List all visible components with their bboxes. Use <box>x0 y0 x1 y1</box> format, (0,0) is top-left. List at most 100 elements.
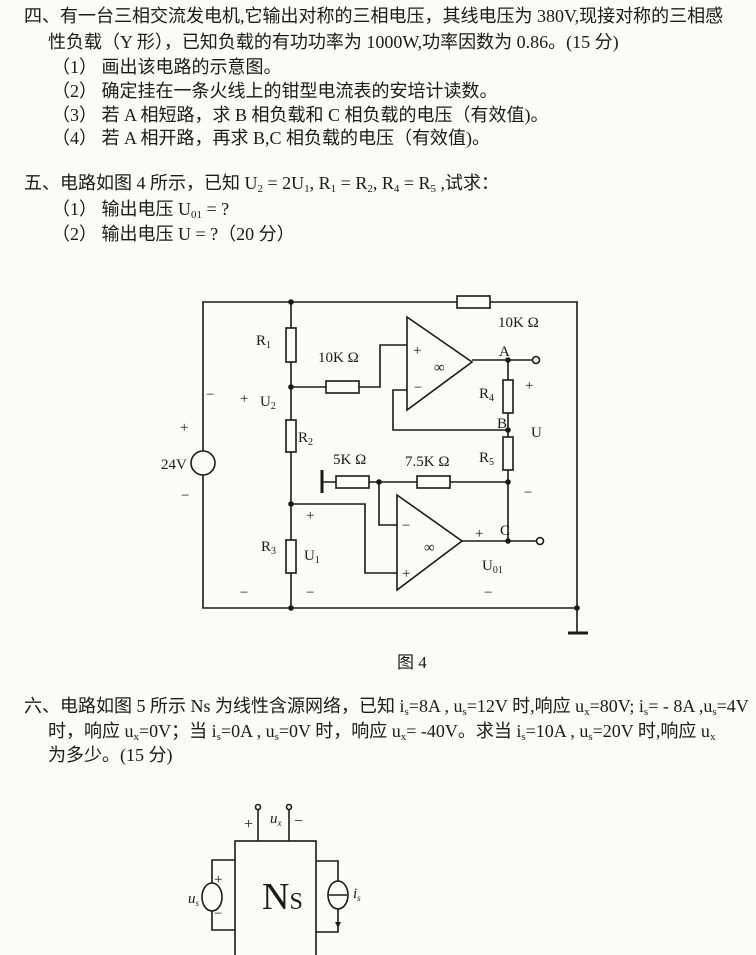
subscript: 2 <box>257 183 264 195</box>
subscript: s <box>643 706 649 718</box>
svg-text:10K Ω: 10K Ω <box>498 315 539 331</box>
svg-text:R2: R2 <box>298 430 313 448</box>
figure-5-circuit: NS ux + − us + − is <box>188 803 361 955</box>
text-segment: R <box>418 173 431 193</box>
subscript: s <box>462 706 467 718</box>
voltage-source-24v <box>190 450 216 476</box>
text-segment: =12V 时,响应 u <box>466 696 585 716</box>
text-segment: , <box>309 173 319 193</box>
subscript: s <box>712 706 717 718</box>
text-segment: 为多少。(15 分) <box>48 745 173 765</box>
resistor-r5 <box>502 436 514 471</box>
svg-text:−: − <box>414 380 422 396</box>
svg-text:R1: R1 <box>256 333 271 351</box>
svg-text:7.5K Ω: 7.5K Ω <box>405 454 449 470</box>
svg-text:+: + <box>525 378 533 394</box>
text-segment: （2） 输出电压 <box>52 224 178 244</box>
text-segment: U <box>244 173 258 193</box>
text-segment: =80V; i <box>589 696 644 716</box>
q4-item: （4） 若 A 相开路，再求 B,C 相负载的电压（有效值)。 <box>52 127 490 149</box>
text-segment: , <box>372 173 382 193</box>
resistor-r3 <box>285 539 297 574</box>
subscript: x <box>133 731 140 743</box>
text-segment: = <box>336 173 356 193</box>
text-segment: 时，响应 u <box>48 721 134 741</box>
svg-text:10K Ω: 10K Ω <box>318 350 359 366</box>
svg-text:−: − <box>181 488 189 504</box>
text-segment: = - 8A ,u <box>648 696 713 716</box>
q6-line: 为多少。(15 分) <box>48 744 173 766</box>
svg-text:NS: NS <box>262 876 303 918</box>
q6-line: 六、电路如图 5 所示 Ns 为线性含源网络，已知 is=8A , us=12V… <box>24 695 749 718</box>
text-segment: （2） 确定挂在一条火线上的钳型电流表的安培计读数。 <box>52 81 498 101</box>
svg-text:R3: R3 <box>261 539 276 557</box>
resistor-top-10k <box>456 295 491 309</box>
text-segment: R <box>355 173 368 193</box>
text-segment: =4V <box>716 696 749 716</box>
text-segment: （4） 若 A 相开路，再求 B,C 相负载的电压（有效值)。 <box>52 128 491 148</box>
text-segment: =20V 时,响应 u <box>592 721 710 741</box>
subscript: 1 <box>304 183 310 195</box>
svg-text:−: − <box>524 485 532 501</box>
figure-4-labels: R1 R2 R3 R4 R5 10K Ω 10K Ω 5K Ω 7.5K Ω 2… <box>161 315 542 601</box>
svg-text:−: − <box>206 387 214 403</box>
subscript: x <box>584 706 590 718</box>
text-segment: R <box>318 173 331 193</box>
resistor-7-5k <box>416 475 451 489</box>
q5-item: （2） 输出电压 U = ?（20 分） <box>52 223 295 245</box>
text-segment: U <box>291 173 305 193</box>
resistor-r4 <box>502 379 514 414</box>
text-segment: 六、电路如图 5 所示 Ns 为线性含源网络，已知 i <box>24 696 405 716</box>
svg-text:−: − <box>240 585 248 601</box>
svg-text:−: − <box>294 813 303 830</box>
text-segment: = ? <box>202 199 230 219</box>
svg-text:−: − <box>402 518 410 534</box>
text-segment: 五、电路如图 4 所示，已知 <box>24 173 245 193</box>
text-segment: （3） 若 A 相短路，求 B 相负载和 C 相负载的电压（有效值)。 <box>52 105 549 125</box>
text-segment: （1） 输出电压 <box>52 199 178 219</box>
voltage-source-us <box>201 882 223 912</box>
svg-text:is: is <box>353 886 361 903</box>
svg-text:U1: U1 <box>304 548 320 566</box>
svg-text:24V: 24V <box>161 457 187 473</box>
subscript: 2 <box>367 183 373 195</box>
svg-text:5K Ω: 5K Ω <box>333 452 366 468</box>
svg-text:+: + <box>214 872 222 888</box>
subscript: 01 <box>191 209 202 221</box>
resistor-r2 <box>285 419 297 453</box>
svg-text:B: B <box>497 416 507 432</box>
terminals <box>288 299 580 611</box>
q6-line: 时，响应 ux=0V；当 is=0A , us=0V 时，响应 ux= -40V… <box>48 720 715 743</box>
q4-line: 四、有一台三相交流发电机,它输出对称的三相电压，其线电压为 380V,现接对称的… <box>24 5 723 27</box>
svg-text:R4: R4 <box>479 386 494 404</box>
svg-text:A: A <box>499 344 510 360</box>
network-box <box>234 840 317 955</box>
svg-text:U2: U2 <box>260 394 276 412</box>
resistor-5k <box>335 475 370 489</box>
subscript: s <box>274 731 279 743</box>
svg-text:−: − <box>214 906 222 922</box>
text-segment: R <box>381 173 394 193</box>
text-segment: U <box>178 224 191 244</box>
subscript: x <box>400 731 407 743</box>
figure-4-caption: 图 4 <box>397 653 427 672</box>
text-segment: =0V；当 i <box>139 721 217 741</box>
q4-item: （1） 画出该电路的示意图。 <box>52 56 282 78</box>
text-segment: =0A , u <box>220 721 275 741</box>
text-segment: =10A , u <box>525 721 589 741</box>
text-segment: ,试求： <box>436 173 500 193</box>
subscript: s <box>588 731 593 743</box>
text-segment: U <box>178 199 191 219</box>
svg-text:+: + <box>244 816 253 833</box>
opamp-2 <box>396 493 464 592</box>
text-segment: = 2 <box>263 173 292 193</box>
svg-text:U: U <box>531 425 542 441</box>
svg-text:C: C <box>500 523 510 539</box>
q5-item: （1） 输出电压 U01 = ? <box>52 198 230 221</box>
subscript: 5 <box>430 183 437 195</box>
svg-text:+: + <box>413 343 421 359</box>
resistor-10k-input <box>325 380 360 394</box>
subscript: 4 <box>393 183 400 195</box>
opamp-1 <box>406 315 474 412</box>
text-segment: = ?（20 分） <box>191 224 295 244</box>
